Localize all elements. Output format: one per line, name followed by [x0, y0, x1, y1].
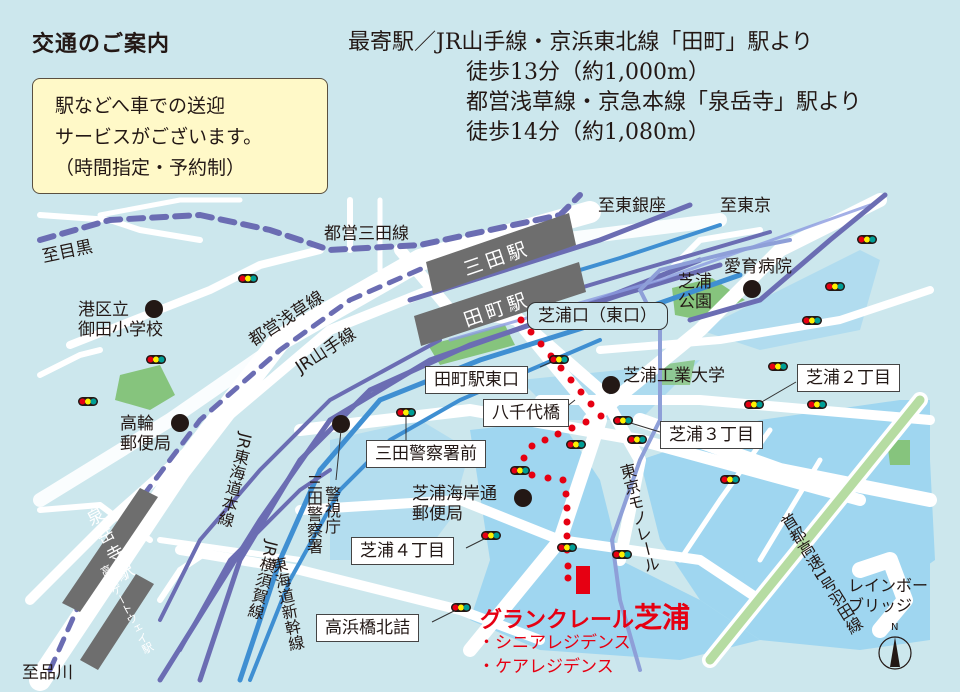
- landmark-mita-police: 三田警察署: [304, 474, 323, 554]
- notice-line: （時間指定・予約制）: [55, 157, 246, 179]
- access-line-1: JR山手線・京浜東北線「田町」駅より: [436, 30, 813, 55]
- access-walk-1: 徒歩13分（約1,000m）: [466, 60, 710, 85]
- intersection-mita-police-front: 三田警察署前: [366, 440, 486, 468]
- landmark-text: 御田小学校: [78, 320, 163, 340]
- landmark-shibaura-it: 芝浦工業大学: [623, 366, 725, 386]
- destination-name: グランクレール芝浦: [480, 596, 690, 636]
- landmark-text: 公園: [678, 292, 712, 312]
- landmark-shibaura-post: 芝浦海岸通 郵便局: [412, 484, 497, 524]
- expressway: [702, 392, 928, 668]
- destination-name-suffix: 芝浦: [634, 601, 691, 634]
- landmark-text: 高輪: [120, 414, 154, 434]
- traffic-lights: [78, 235, 877, 612]
- nearest-label: 最寄駅／: [348, 30, 437, 55]
- destination-name-prefix: グランクレール: [480, 608, 635, 633]
- line-toei-mita: 都営三田線: [324, 224, 409, 244]
- shuttle-notice: 駅などへ車での送迎 サービスがございます。 （時間指定・予約制）: [32, 78, 328, 194]
- service-senior: ・シニアレジデンス: [478, 633, 631, 653]
- intersection-takahama: 高浜橋北詰: [316, 614, 419, 642]
- landmark-aiiku-hospital: 愛育病院: [724, 257, 792, 277]
- intersection-shibaura2: 芝浦２丁目: [797, 364, 900, 392]
- intersection-yachiyo: 八千代橋: [483, 399, 569, 427]
- station-boxes: [62, 213, 586, 670]
- destination-services: ・シニアレジデンス ・ケアレジデンス: [478, 631, 631, 679]
- landmark-text: 郵便局: [412, 504, 463, 524]
- landmark-text: ブリッジ: [848, 596, 913, 615]
- landmark-mita-school: 港区立 御田小学校: [78, 300, 163, 340]
- landmark-dots: [145, 280, 761, 507]
- intersection-tamachi-east: 田町駅東口: [425, 366, 528, 394]
- direction-shinagawa: 至品川: [22, 663, 73, 683]
- intersection-shibaura4: 芝浦４丁目: [351, 537, 454, 565]
- landmark-rainbow-bridge: レインボー ブリッジ: [848, 576, 928, 616]
- page-title: 交通のご案内: [32, 32, 171, 57]
- access-info: 最寄駅／JR山手線・京浜東北線「田町」駅より 徒歩13分（約1,000m） 都営…: [348, 28, 862, 148]
- compass-icon: [878, 636, 912, 670]
- direction-ginza: 至東銀座: [598, 196, 666, 216]
- landmark-text: 芝浦海岸通: [412, 484, 497, 504]
- notice-line: 駅などへ車での送迎: [55, 95, 226, 117]
- intersection-shibaura3: 芝浦３丁目: [660, 421, 763, 449]
- notice-line: サービスがございます。: [55, 126, 263, 148]
- service-care: ・ケアレジデンス: [478, 657, 614, 677]
- landmark-text: 港区立: [78, 300, 129, 320]
- access-walk-2: 徒歩14分（約1,080m）: [466, 120, 710, 145]
- intersection-shibaura-exit: 芝浦口（東口）: [527, 302, 668, 330]
- landmark-text: 郵便局: [120, 434, 171, 454]
- landmark-takanawa-post: 高輪 郵便局: [120, 414, 171, 454]
- landmark-text: レインボー: [848, 576, 929, 595]
- compass-north-label: N: [891, 622, 899, 633]
- landmark-text: 芝浦: [678, 272, 712, 292]
- landmark-shibaura-park: 芝浦 公園: [678, 272, 712, 312]
- access-line-2: 都営浅草線・京急本線「泉岳寺」駅より: [466, 90, 862, 115]
- direction-tokyo: 至東京: [720, 196, 771, 216]
- walking-route: [514, 316, 605, 594]
- landmark-police-hq: 警視庁: [322, 486, 341, 534]
